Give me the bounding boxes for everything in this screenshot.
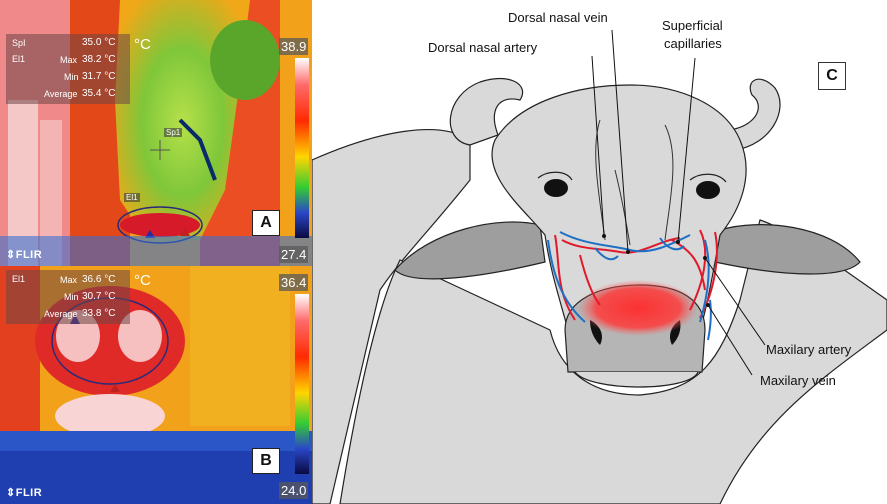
panel-letter-c: C [818, 62, 846, 90]
vessel-dot [602, 234, 606, 238]
readout-value: 31.7 °C [82, 71, 115, 82]
readout-sublabel: Max [60, 55, 77, 65]
panel-letter-b: B [252, 448, 280, 474]
readout-value: 36.6 °C [82, 274, 115, 285]
scale-min-b: 24.0 [279, 482, 308, 499]
readout-sublabel: Min [64, 292, 79, 302]
temperature-scale-b [295, 294, 309, 474]
right-eye [696, 181, 720, 199]
label-dorsal-nasal-vein: Dorsal nasal vein [508, 10, 608, 25]
readout-value: 30.7 °C [82, 291, 115, 302]
readout-sublabel: Average [44, 309, 77, 319]
flir-logo: ⇕FLIR [6, 486, 42, 499]
vessel-dot [626, 250, 630, 254]
temperature-scale-a [295, 58, 309, 238]
readout-sublabel: Min [64, 72, 79, 82]
scale-min-a: 27.4 [279, 246, 308, 263]
readout-label: El1 [12, 54, 25, 64]
readout-box-a: SpI 35.0 °C El1 Max 38.2 °C Min 31.7 °C … [6, 34, 130, 104]
label-superficial-capillaries: Superficial [662, 18, 723, 33]
readout-value: 35.4 °C [82, 88, 115, 99]
vessel-dot [703, 256, 707, 260]
vessel-dot [676, 240, 680, 244]
panel-letter-a: A [252, 210, 280, 236]
spot-marker-label: Sp1 [164, 128, 182, 137]
unit-label-b: °C [134, 272, 151, 289]
readout-value: 35.0 °C [82, 37, 115, 48]
readout-box-b: El1 Max 36.6 °C Min 30.7 °C Average 33.8… [6, 270, 130, 324]
scale-max-a: 38.9 [279, 38, 308, 55]
right-ear [715, 225, 860, 274]
flir-icon: ⇕ [6, 249, 16, 261]
flir-icon: ⇕ [6, 487, 16, 499]
cattle-head-diagram [312, 0, 887, 504]
label-superficial-capillaries-2: capillaries [664, 36, 722, 51]
readout-value: 38.2 °C [82, 54, 115, 65]
muzzle-hotspot [578, 280, 698, 336]
readout-label: SpI [12, 38, 26, 48]
ellipse-marker-label: El1 [124, 193, 140, 202]
label-maxilary-artery: Maxilary artery [766, 342, 851, 357]
left-eye [544, 179, 568, 197]
label-dorsal-nasal-artery: Dorsal nasal artery [428, 40, 537, 55]
readout-label: El1 [12, 274, 25, 284]
thermal-image-a: SpI 35.0 °C El1 Max 38.2 °C Min 31.7 °C … [0, 0, 312, 266]
flir-logo: ⇕FLIR [6, 248, 42, 261]
chin [575, 372, 698, 387]
readout-sublabel: Average [44, 89, 77, 99]
readout-sublabel: Max [60, 275, 77, 285]
unit-label-a: °C [134, 36, 151, 53]
label-maxilary-vein: Maxilary vein [760, 373, 836, 388]
scale-max-b: 36.4 [279, 274, 308, 291]
vessel-dot [706, 303, 710, 307]
readout-value: 33.8 °C [82, 308, 115, 319]
thermal-image-b: El1 Max 36.6 °C Min 30.7 °C Average 33.8… [0, 266, 312, 504]
